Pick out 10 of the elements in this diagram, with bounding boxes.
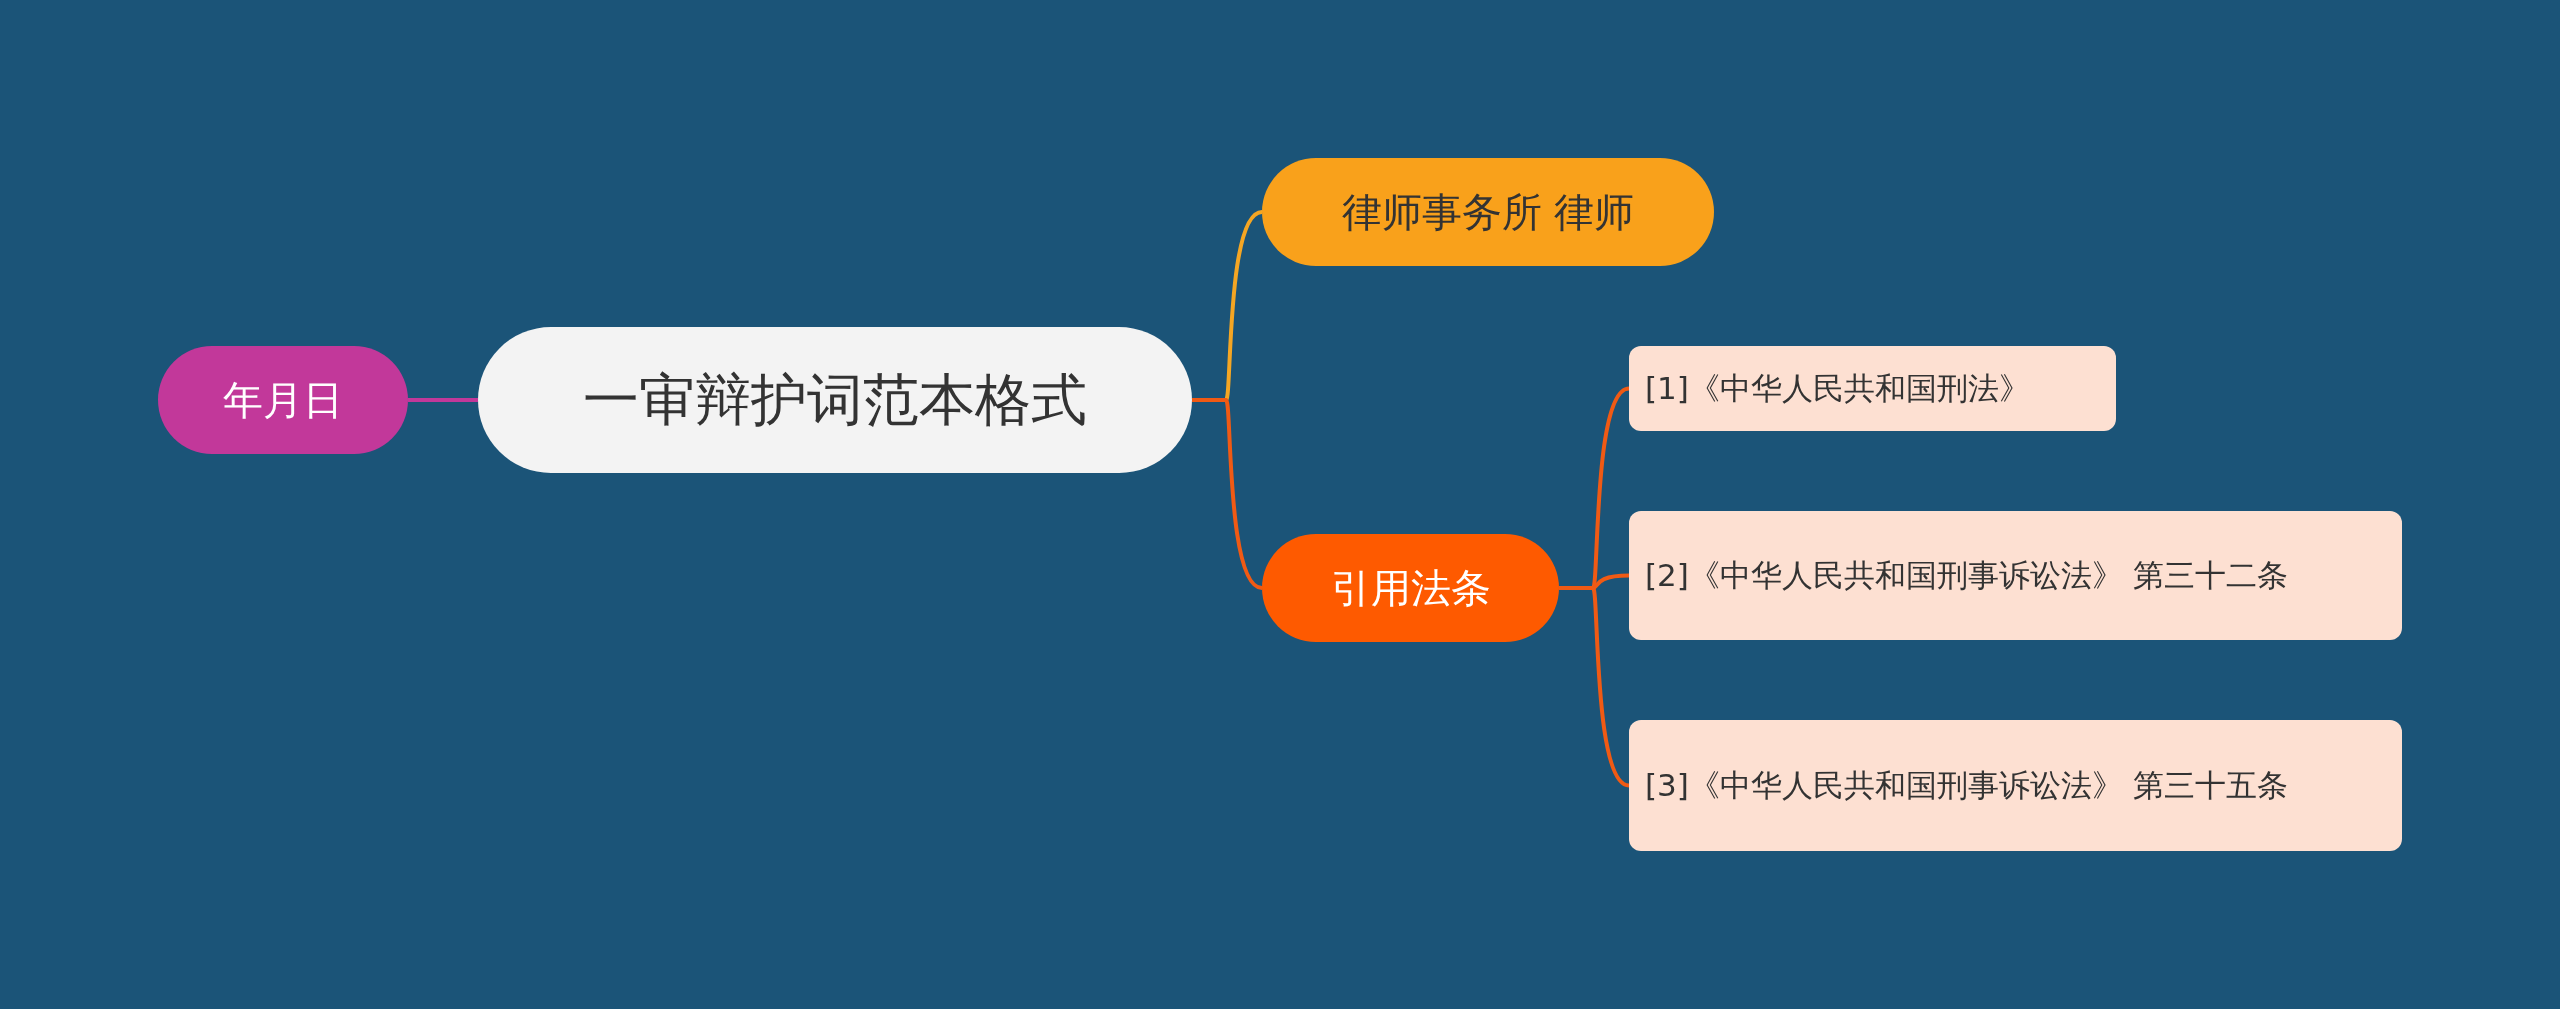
branch-topic: 律师事务所 律师 [1262,158,1714,266]
central-topic: 一审辩护词范本格式 [478,327,1192,473]
date-node: 年月日 [158,346,408,454]
subtopic-box: [2]《中华人民共和国刑事诉讼法》 第三十二条 [1629,511,2402,640]
subtopic-box: [1]《中华人民共和国刑法》 [1629,346,2116,431]
connector-line [1192,398,1263,590]
subtopic-box: [3]《中华人民共和国刑事诉讼法》 第三十五条 [1629,720,2402,851]
branch-topic: 引用法条 [1262,534,1559,642]
connector-line [408,398,478,402]
connector-line [1559,586,1630,788]
